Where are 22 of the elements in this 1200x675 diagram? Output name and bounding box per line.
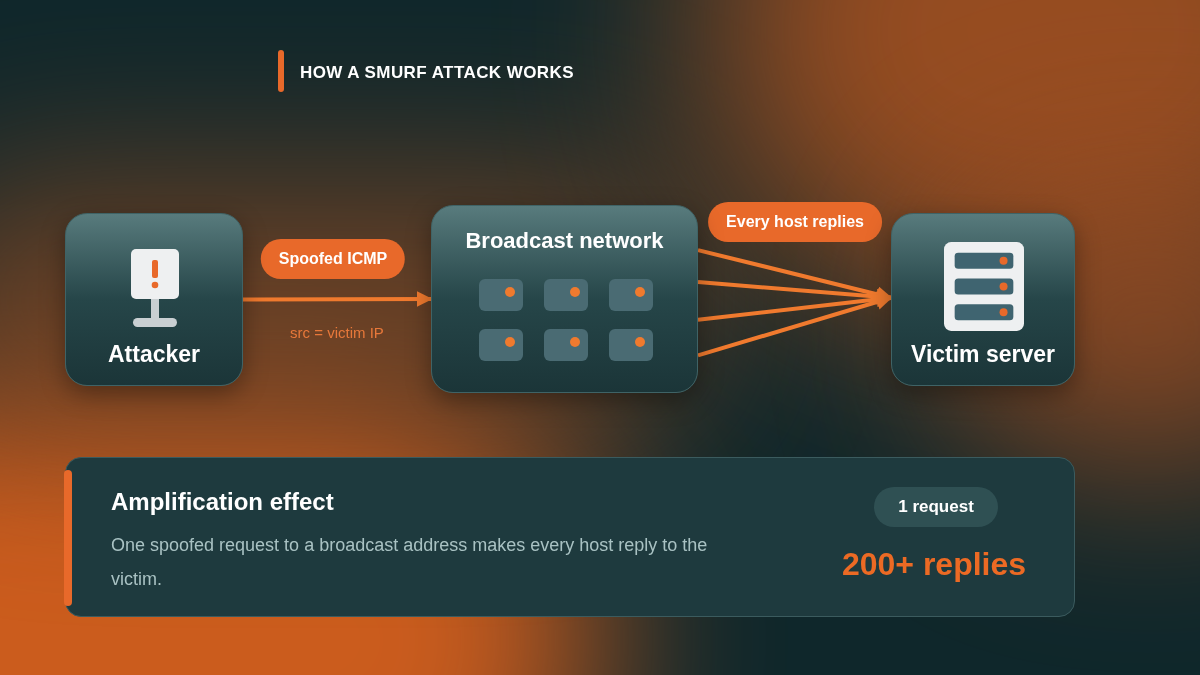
count-badge: 1 request [874, 487, 998, 527]
reply-count: 200+ replies [840, 545, 1028, 584]
panel-heading: Amplification effect [111, 487, 334, 517]
network-card [431, 205, 698, 393]
info-panel [65, 457, 1075, 617]
host-box [544, 329, 588, 361]
host-box [544, 279, 588, 311]
arrow [243, 291, 433, 308]
panel-body: One spoofed request to a broadcast address makes every host reply to the victim. [111, 534, 709, 591]
host-box [609, 279, 653, 311]
card-title: Broadcast network [464, 227, 665, 255]
attacker-card [65, 213, 243, 386]
card-title: Attacker [106, 339, 201, 369]
card-title: Victim server [909, 339, 1057, 369]
edge-label: Every host replies [708, 202, 882, 242]
host-box [479, 329, 523, 361]
host-box [479, 279, 523, 311]
host-box [609, 329, 653, 361]
edge-label: Spoofed ICMP [260, 239, 406, 279]
edge-note: src = victim IP [289, 323, 385, 343]
server-card [891, 213, 1075, 386]
page-title: HOW A SMURF ATTACK WORKS [300, 62, 574, 84]
